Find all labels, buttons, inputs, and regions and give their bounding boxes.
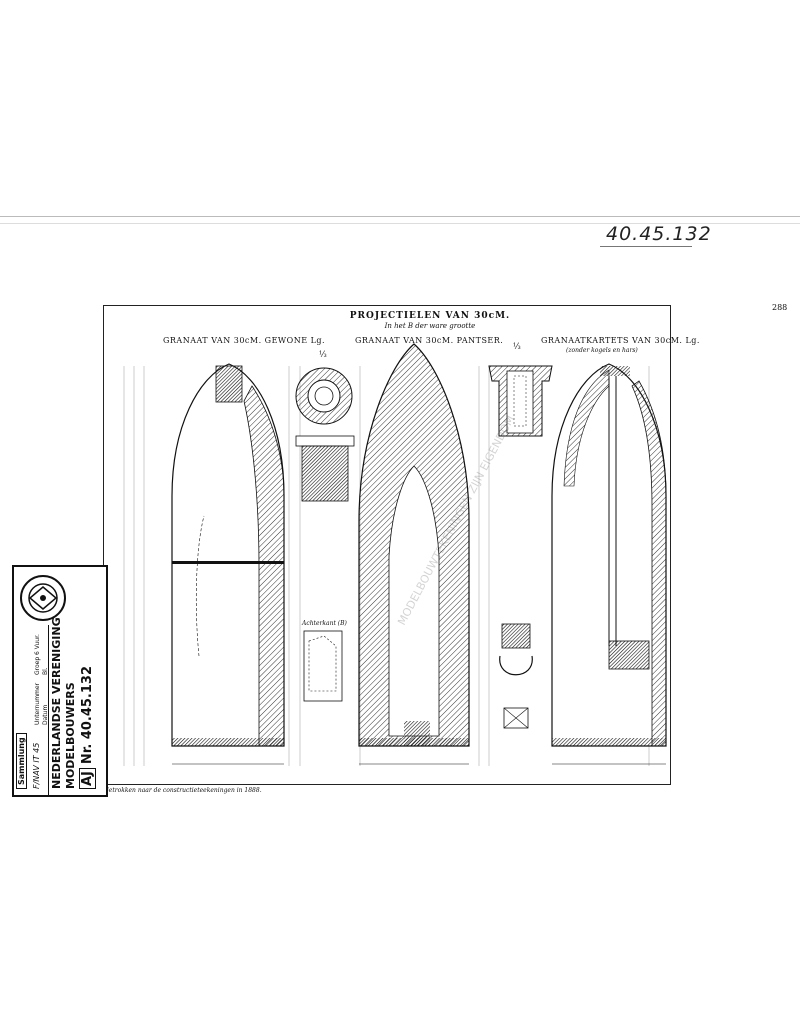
- caption-canister: GRANAATKARTETS VAN 30cM. Lg.: [541, 336, 700, 345]
- shell-canister-profile: [551, 363, 667, 765]
- scale-mark-2: ⅓: [513, 342, 522, 351]
- stamp-rule: [48, 625, 49, 795]
- stamp-code-prefix: AJ: [79, 768, 96, 789]
- stamp-collection: Sammlung: [16, 733, 27, 789]
- sheet-subtitle: In het B der ware grootte: [384, 322, 476, 330]
- drawing-sheet-border: [103, 305, 671, 785]
- shell-armour-piercing-profile: [358, 343, 470, 765]
- caption-common-shell: GRANAAT VAN 30cM. GEWONE Lg.: [163, 336, 326, 345]
- fuze-detail-section: [295, 435, 355, 502]
- caption-canister-sub: (zonder kogels en hars): [566, 347, 638, 354]
- page-fold-line: [0, 216, 800, 224]
- caption-armour-piercing: GRANAAT VAN 30cM. PANTSER.: [355, 336, 504, 345]
- stamp-org-line1: NEDERLANDSE VERENIGING: [50, 617, 63, 789]
- archive-stamp: Sammlung F/NAV IT 45 Unternummer Groep 6…: [12, 565, 108, 797]
- handwritten-underline: [600, 246, 692, 247]
- page-number: 288: [772, 303, 788, 312]
- scale-mark-1: ⅓: [319, 350, 328, 359]
- stamp-code: AJ Nr. 40.45.132: [79, 665, 96, 789]
- stamp-row-groep: Groep 6 Vuur.: [34, 634, 41, 675]
- handwritten-archive-number: 40.45.132: [606, 223, 712, 245]
- shell-common-profile: [171, 363, 285, 765]
- base-detail-b: [303, 630, 343, 702]
- detail-label: Achterkant (B): [302, 620, 347, 627]
- stamp-org-line2: MODELBOUWERS: [64, 682, 77, 789]
- projectile-drawing: MODELBOUWTEKENINGEN ZIJN EIGENDOM: [123, 343, 667, 766]
- canister-fuze-detail: [488, 365, 553, 729]
- fuze-detail-circle: [295, 367, 353, 425]
- stamp-ref: F/NAV IT 45: [32, 742, 41, 789]
- sheet-title: PROJECTIELEN VAN 30cM.: [349, 311, 511, 321]
- stamp-code-number: Nr. 40.45.132: [80, 665, 95, 765]
- stamp-row-unternummer: Unternummer: [34, 682, 41, 725]
- society-logo-icon: [20, 575, 66, 621]
- bottom-note: Getrokken naar de constructieteekeningen…: [104, 787, 262, 794]
